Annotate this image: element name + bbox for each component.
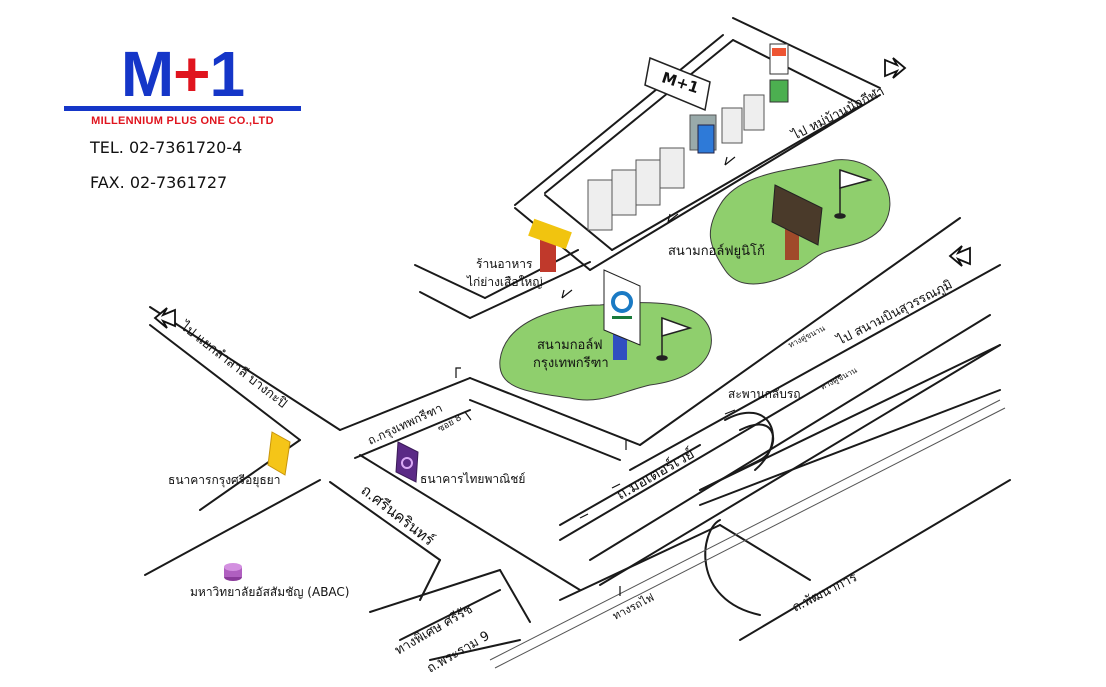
flow-arrows (455, 156, 736, 596)
company-logo: M+1 MILLENNIUM PLUS ONE CO.,LTD (60, 42, 305, 127)
fax-text: FAX. 02-7361727 (90, 173, 228, 192)
label-motorway: ถ.มอเตอร์เวย์ (613, 444, 697, 503)
label-golf-krungthep-2: กรุงเทพกรีฑา (533, 355, 609, 371)
label-bank-scb: ธนาคารไทยพาณิชย์ (420, 472, 525, 486)
label-restaurant-1: ร้านอาหาร (476, 257, 533, 271)
logo-bar (64, 106, 301, 111)
company-name: MILLENNIUM PLUS ONE CO.,LTD (91, 115, 274, 127)
logo-plus: + (173, 38, 210, 110)
label-pattanakarn: ถ.พัฒนาการ (790, 570, 860, 615)
logo-mark: M+1 (60, 42, 305, 106)
label-overpass: สะพานกลับรถ (728, 387, 801, 401)
restaurant-marker (528, 218, 572, 272)
label-to-lamsali: ไป แยกลำสาลี บางกะปิ (177, 318, 290, 412)
label-soi8: ซอย 8 (437, 413, 464, 434)
railway (489, 399, 1006, 669)
arrow-to-airport-icon (948, 245, 971, 267)
arrow-to-village-icon (884, 57, 907, 79)
label-parallel-2: ทางคู่ขนาน (819, 365, 860, 392)
label-golf-krungthep-1: สนามกอล์ฟ (537, 337, 603, 353)
golf-flags (656, 168, 873, 361)
bank-scb-icon (395, 441, 419, 483)
logo-m: M (120, 38, 174, 110)
direction-arrows (153, 57, 971, 329)
logo-one: 1 (209, 38, 246, 110)
label-golf-unico: สนามกอล์ฟยูนิโก้ (668, 243, 765, 259)
label-abac: มหาวิทยาลัยอัสสัมชัญ (ABAC) (190, 585, 350, 599)
arrow-to-lamsali-icon (153, 307, 176, 329)
road-network (144, 17, 1011, 661)
unico-sign (771, 184, 823, 260)
label-restaurant-2: ไก่ย่างเสือใหญ่ (466, 275, 543, 289)
label-to-airport: ไป สนามบินสุวรรณภูมิ (834, 277, 955, 349)
bank-krungsri-icon (267, 431, 291, 476)
abac-icon (224, 563, 242, 581)
m1-building: M+1 (587, 43, 789, 231)
golf-course-krungthep (499, 302, 712, 401)
label-bank-krungsri: ธนาคารกรุงศรีอยุธยา (168, 473, 280, 488)
label-srinakarin: ถ.ศรีนครินทร์ (358, 481, 438, 549)
tel-text: TEL. 02-7361720-4 (90, 138, 243, 157)
krungthep-sign (603, 269, 641, 360)
